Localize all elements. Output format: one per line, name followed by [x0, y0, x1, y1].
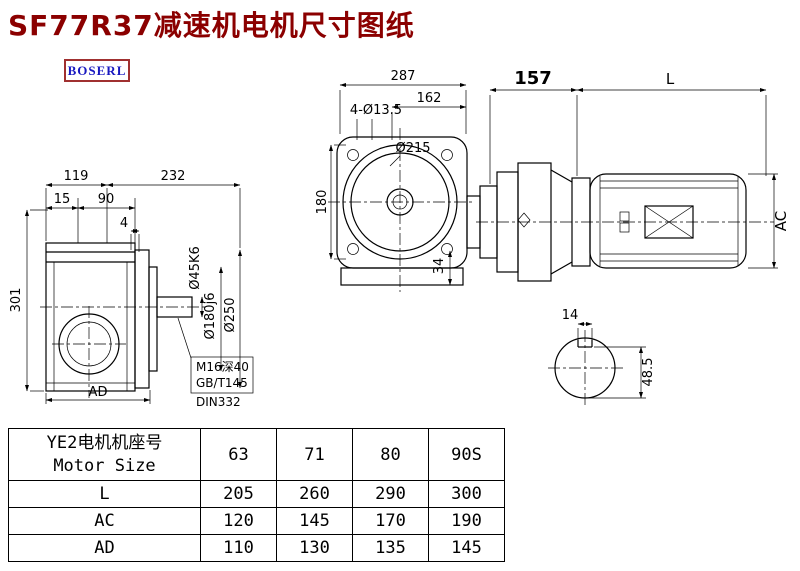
dim-215: Ø215	[395, 141, 430, 156]
size-col-80: 80	[352, 428, 429, 481]
L-90s: 300	[428, 480, 505, 508]
dim-180: 180	[315, 190, 330, 215]
brand-logo: BOSERL	[64, 59, 130, 82]
dim-48-5: 48.5	[641, 358, 656, 387]
AD-80: 135	[352, 534, 429, 562]
row-label-AC: AC	[8, 507, 201, 535]
dim-spigot-dia: Ø180j6	[203, 293, 218, 340]
table-row-L: L 205 260 290 300	[8, 480, 505, 508]
table-header-row: YE2电机机座号 Motor Size 63 71 80 90S	[8, 428, 505, 481]
motor-size-table: YE2电机机座号 Motor Size 63 71 80 90S L 205 2…	[8, 428, 505, 562]
technical-drawing: 119 232 15 90 4 301 AD Ø45K6 Ø180j6 Ø250…	[9, 68, 790, 409]
tap-note-line2: GB/T145	[196, 376, 248, 390]
row-label-AD: AD	[8, 534, 201, 562]
dim-157: 157	[514, 68, 552, 89]
motor-size-header-en: Motor Size	[53, 455, 156, 476]
motor-size-header: YE2电机机座号 Motor Size	[8, 428, 201, 481]
dim-119: 119	[64, 169, 89, 184]
dim-shaft-dia: Ø45K6	[188, 246, 203, 290]
AD-71: 130	[276, 534, 353, 562]
tap-note-line1: M16深40	[196, 360, 249, 374]
dim-L: L	[666, 70, 675, 88]
dim-34: 34	[432, 258, 447, 275]
dim-162: 162	[417, 91, 442, 106]
page-title: SF77R37减速机电机尺寸图纸	[8, 9, 415, 42]
AD-90s: 145	[428, 534, 505, 562]
L-80: 290	[352, 480, 429, 508]
row-label-L: L	[8, 480, 201, 508]
size-col-71: 71	[276, 428, 353, 481]
size-col-63: 63	[200, 428, 277, 481]
AD-63: 110	[200, 534, 277, 562]
dim-232: 232	[161, 169, 186, 184]
dim-14: 14	[562, 308, 579, 323]
AC-80: 170	[352, 507, 429, 535]
AC-63: 120	[200, 507, 277, 535]
L-63: 205	[200, 480, 277, 508]
dim-301: 301	[9, 288, 24, 313]
size-col-90s: 90S	[428, 428, 505, 481]
dim-90: 90	[98, 192, 115, 207]
AC-90s: 190	[428, 507, 505, 535]
motor-size-header-cn: YE2电机机座号	[46, 432, 163, 453]
front-view: 119 232 15 90 4 301 AD Ø45K6 Ø180j6 Ø250…	[9, 169, 254, 409]
L-71: 260	[276, 480, 353, 508]
AC-71: 145	[276, 507, 353, 535]
brand-logo-text: BOSERL	[67, 62, 127, 78]
dim-15: 15	[54, 192, 71, 207]
tap-note-line3: DIN332	[196, 395, 241, 409]
table-row-AD: AD 110 130 135 145	[8, 534, 505, 562]
motor-side-view: 157 L AC	[466, 68, 790, 282]
dim-holes: 4-Ø13.5	[350, 103, 402, 118]
dim-AC: AC	[772, 211, 790, 231]
shaft-section: 14 48.5	[548, 308, 656, 406]
dim-4: 4	[120, 216, 128, 231]
face-view: 287 162 4-Ø13.5 Ø215 180 34	[315, 69, 474, 292]
dim-287: 287	[391, 69, 416, 84]
dim-flange-dia: Ø250	[223, 297, 238, 332]
table-row-AC: AC 120 145 170 190	[8, 507, 505, 535]
dim-AD: AD	[89, 385, 108, 400]
